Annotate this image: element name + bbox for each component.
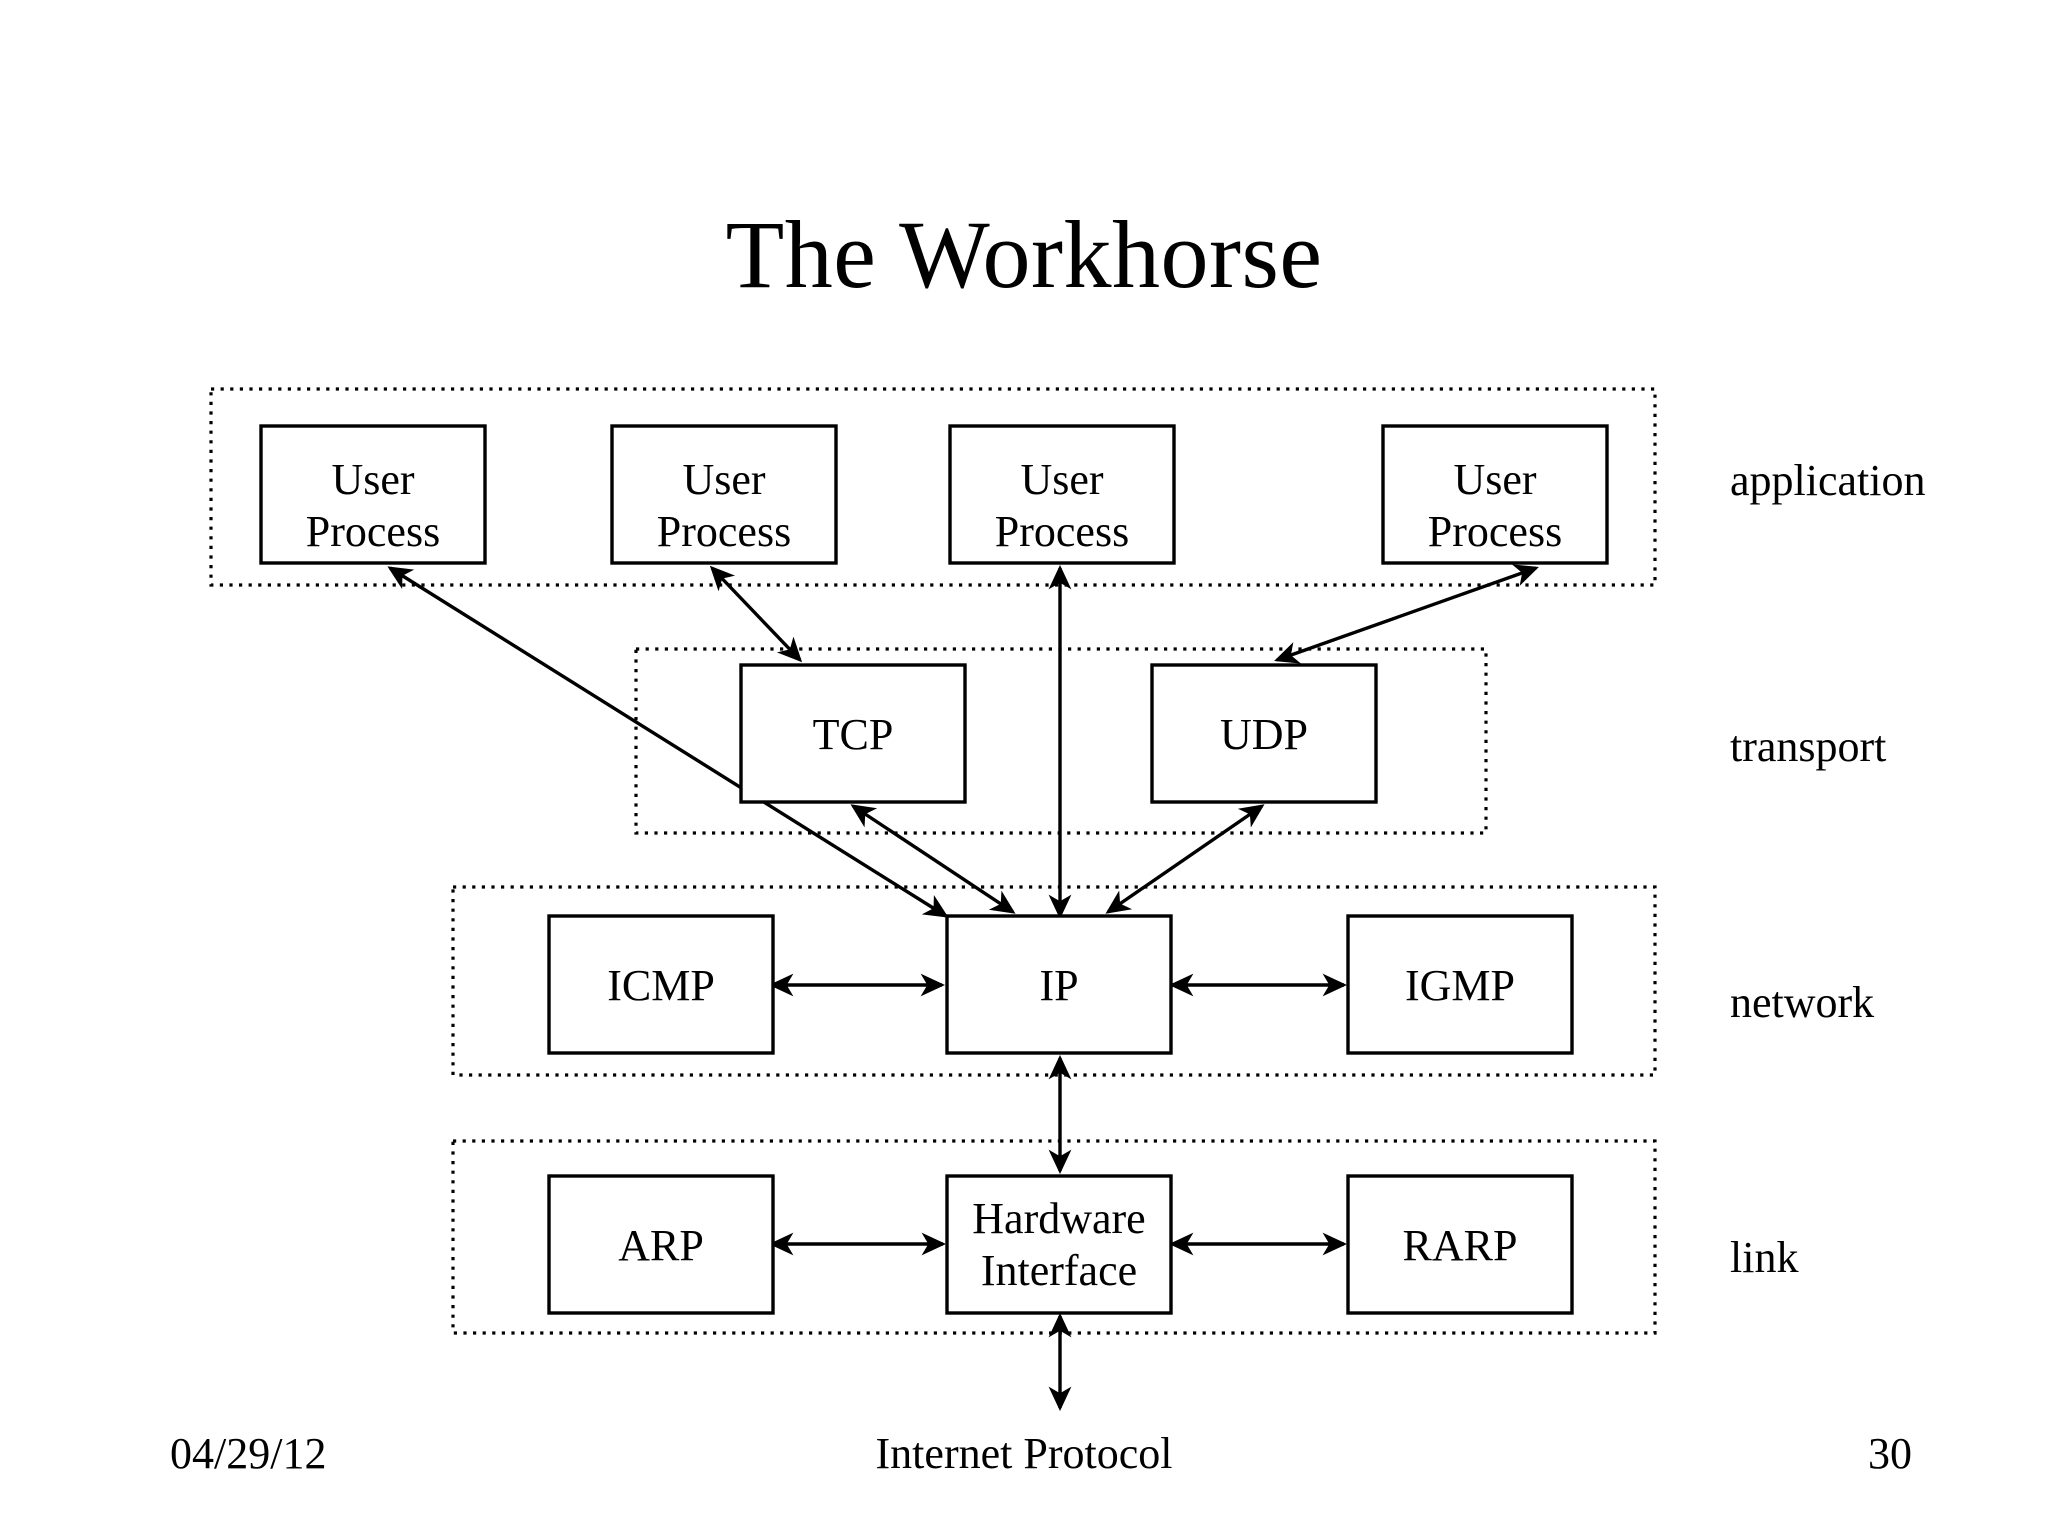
box-udp-label: UDP (1220, 710, 1308, 759)
box-rarp-label: RARP (1403, 1221, 1518, 1270)
box-user-process-1-line1: User (331, 455, 414, 504)
footer-date: 04/29/12 (170, 1429, 327, 1478)
box-arp[interactable]: ARP (547, 1174, 775, 1315)
box-user-process-4-line2: Process (1428, 507, 1562, 556)
box-icmp[interactable]: ICMP (547, 914, 775, 1055)
box-tcp[interactable]: TCP (739, 663, 967, 804)
box-udp[interactable]: UDP (1150, 663, 1378, 804)
layer-container-link (451, 1139, 1657, 1335)
layer-label-transport: transport (1730, 722, 1886, 771)
footer-page-number: 30 (1868, 1429, 1912, 1478)
box-user-process-2-line2: Process (657, 507, 791, 556)
box-user-process-1-line2: Process (306, 507, 440, 556)
layer-label-application: application (1730, 456, 1926, 505)
box-igmp-label: IGMP (1405, 961, 1515, 1010)
box-user-process-4[interactable]: User Process (1381, 424, 1609, 565)
box-user-process-4-line1: User (1453, 455, 1536, 504)
box-hardware-interface-line1: Hardware (972, 1194, 1145, 1243)
page-title: The Workhorse (725, 201, 1323, 308)
layer-label-link: link (1730, 1233, 1798, 1282)
box-arp-label: ARP (618, 1221, 704, 1270)
connector-udp-to-user-process-4 (1274, 564, 1539, 664)
box-ip[interactable]: IP (945, 914, 1173, 1055)
box-user-process-3-line1: User (1020, 455, 1103, 504)
connector-tcp-to-user-process-2 (709, 565, 803, 663)
box-user-process-1[interactable]: User Process (259, 424, 487, 565)
box-tcp-label: TCP (813, 710, 894, 759)
connector-udp-to-ip (1105, 804, 1265, 914)
box-user-process-2-line1: User (682, 455, 765, 504)
footer-title: Internet Protocol (875, 1429, 1173, 1478)
box-hardware-interface-line2: Interface (981, 1246, 1137, 1295)
box-user-process-3[interactable]: User Process (948, 424, 1176, 565)
connector-tcp-to-ip (850, 804, 1016, 914)
box-user-process-3-line2: Process (995, 507, 1129, 556)
box-icmp-label: ICMP (607, 961, 715, 1010)
box-rarp[interactable]: RARP (1346, 1174, 1574, 1315)
box-user-process-2[interactable]: User Process (610, 424, 838, 565)
box-hardware-interface[interactable]: Hardware Interface (945, 1174, 1173, 1315)
box-ip-label: IP (1039, 961, 1078, 1010)
box-igmp[interactable]: IGMP (1346, 914, 1574, 1055)
layer-label-network: network (1730, 978, 1874, 1027)
layer-container-network (451, 885, 1657, 1077)
